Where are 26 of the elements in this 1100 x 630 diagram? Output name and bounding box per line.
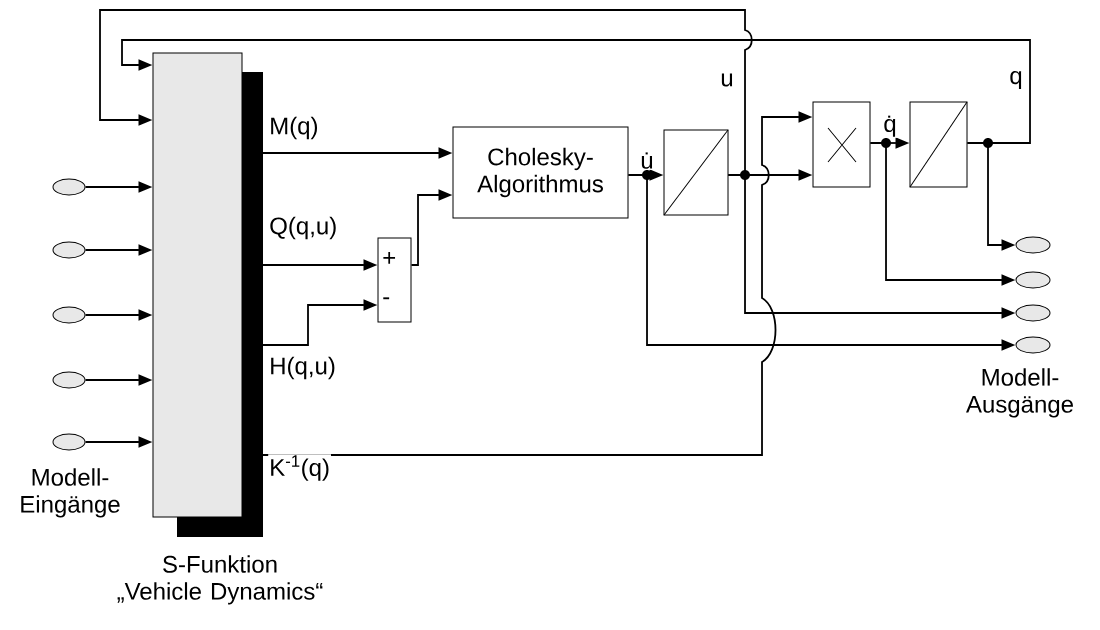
port-oval bbox=[52, 241, 86, 259]
integrator-block bbox=[909, 101, 968, 188]
edge-label: q bbox=[1008, 70, 1024, 90]
edge-label: H(q,u) bbox=[268, 355, 337, 381]
edge-label: Q(q,u) bbox=[268, 215, 339, 241]
port-oval bbox=[1015, 336, 1051, 354]
port-oval bbox=[52, 433, 86, 451]
port-label: Modell- Eingänge bbox=[21, 468, 120, 518]
port-oval bbox=[52, 306, 86, 324]
product-block bbox=[812, 101, 871, 188]
integrator-block bbox=[663, 129, 729, 216]
algorithm-box: Cholesky- Algorithmus bbox=[452, 126, 629, 219]
node-label: S-Funktion „Vehicle Dynamics“ bbox=[117, 555, 323, 605]
port-oval bbox=[52, 178, 86, 196]
edge-label: K$^{-1}$(q) bbox=[268, 454, 331, 482]
port-oval bbox=[52, 371, 86, 389]
port-oval bbox=[1015, 304, 1051, 322]
edge-label: M(q) bbox=[268, 115, 320, 141]
edge-label: q̇ bbox=[882, 114, 898, 138]
edge-label: u bbox=[719, 72, 735, 88]
port-label: Modell- Ausgänge bbox=[966, 368, 1073, 418]
sum-block: + - bbox=[377, 237, 412, 323]
port-oval bbox=[1015, 271, 1051, 289]
arrow bbox=[121, 39, 1031, 144]
edge-label: u̇ bbox=[639, 151, 655, 170]
port-oval bbox=[1015, 236, 1051, 254]
